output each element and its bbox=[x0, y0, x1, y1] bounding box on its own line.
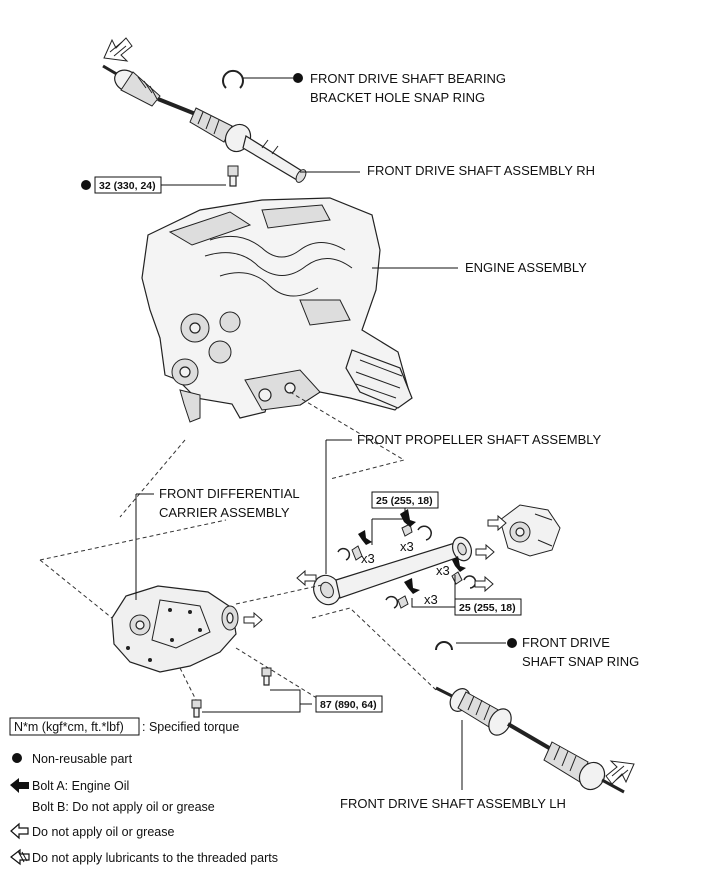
torque-value-diff-bolts: 87 (890, 64) bbox=[320, 699, 377, 711]
snap-ring-rh-label-line2: BRACKET HOLE SNAP RING bbox=[310, 90, 485, 105]
hatched-arrow-icon bbox=[103, 37, 133, 62]
diff-label-line1: FRONT DIFFERENTIAL bbox=[159, 486, 300, 501]
legend-no-lube: Do not apply lubricants to the threaded … bbox=[32, 851, 278, 865]
hatched-arrow-icon bbox=[10, 848, 30, 866]
torque-box-diff-bolts bbox=[315, 695, 383, 713]
propeller-bolt-set-right bbox=[451, 556, 477, 589]
engine-assembly-drawing bbox=[141, 197, 413, 423]
legend-bolt-b: Bolt B: Do not apply oil or grease bbox=[32, 800, 215, 814]
outline-arrow-icon bbox=[243, 611, 263, 629]
count-x3-d: x3 bbox=[424, 592, 438, 607]
outline-arrow-icon bbox=[475, 543, 495, 561]
outline-arrow-icon bbox=[10, 822, 29, 840]
legend-torque-box-text: N*m (kgf*cm, ft.*lbf) bbox=[14, 720, 124, 734]
non-reusable-icon bbox=[293, 73, 303, 83]
non-reusable-icon bbox=[507, 638, 517, 648]
snap-ring-rh-drawing bbox=[222, 69, 244, 89]
count-x3-b: x3 bbox=[400, 539, 414, 554]
torque-value-rh-bolt: 32 (330, 24) bbox=[99, 180, 156, 192]
diff-bolt-2-drawing bbox=[191, 699, 202, 718]
outline-arrow-icon bbox=[296, 569, 317, 587]
shaft-lh-label: FRONT DRIVE SHAFT ASSEMBLY LH bbox=[340, 796, 566, 811]
non-reusable-icon bbox=[81, 180, 91, 190]
filled-arrow-icon bbox=[10, 778, 29, 793]
filled-circle-icon bbox=[12, 753, 22, 763]
front-drive-shaft-rh-drawing bbox=[102, 37, 307, 183]
transfer-flange-drawing bbox=[499, 504, 561, 557]
outline-arrow-icon bbox=[474, 575, 494, 593]
front-drive-shaft-lh-drawing bbox=[435, 686, 625, 794]
snap-ring-rh-label-line1: FRONT DRIVE SHAFT BEARING bbox=[310, 71, 506, 86]
snap-ring-lh-drawing bbox=[435, 641, 453, 651]
snap-ring-lh-label-line2: SHAFT SNAP RING bbox=[522, 654, 639, 669]
legend-bolt-a: Bolt A: Engine Oil bbox=[32, 779, 129, 793]
engine-label: ENGINE ASSEMBLY bbox=[465, 260, 587, 275]
hatched-arrow-icon bbox=[605, 760, 635, 785]
legend: N*m (kgf*cm, ft.*lbf) : Specified torque… bbox=[9, 717, 278, 866]
front-propeller-shaft-drawing bbox=[313, 536, 473, 606]
front-differential-drawing bbox=[111, 585, 239, 673]
legend-no-oil: Do not apply oil or grease bbox=[32, 825, 174, 839]
propeller-bolt-set-top bbox=[400, 509, 432, 541]
shaft-rh-label: FRONT DRIVE SHAFT ASSEMBLY RH bbox=[367, 163, 595, 178]
count-x3-c: x3 bbox=[436, 563, 450, 578]
propeller-bolt-set-bottom bbox=[385, 578, 420, 609]
snap-ring-lh-label-line1: FRONT DRIVE bbox=[522, 635, 610, 650]
diff-label-line2: CARRIER ASSEMBLY bbox=[159, 505, 290, 520]
propeller-label: FRONT PROPELLER SHAFT ASSEMBLY bbox=[357, 432, 602, 447]
legend-torque-box bbox=[9, 717, 140, 736]
torque-value-prop-top: 25 (255, 18) bbox=[376, 495, 433, 507]
legend-non-reusable: Non-reusable part bbox=[32, 752, 133, 766]
outline-arrow-icon bbox=[487, 514, 507, 532]
count-x3-a: x3 bbox=[361, 551, 375, 566]
torque-value-prop-bottom: 25 (255, 18) bbox=[459, 602, 516, 614]
propeller-bolt-set-left bbox=[337, 530, 372, 561]
bolt-rh-drawing bbox=[227, 165, 239, 187]
diff-bolt-1-drawing bbox=[261, 667, 272, 686]
legend-torque-desc: : Specified torque bbox=[142, 720, 239, 734]
